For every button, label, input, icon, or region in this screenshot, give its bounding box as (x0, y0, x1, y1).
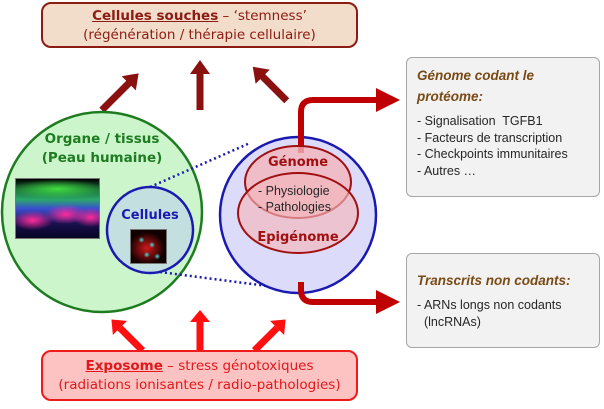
exposome-line2: (radiations ionisantes / radio-pathologi… (58, 377, 341, 393)
cells-image (130, 229, 167, 264)
overlap-item-pathologies: - Pathologies (258, 200, 331, 214)
arrow-exposome-left (111, 319, 146, 354)
coding-item: - Checkpoints immunitaires (417, 147, 568, 161)
organ-label: Organe / tissus (Peau humaine) (27, 130, 177, 168)
organ-label-line1: Organe / tissus (44, 131, 160, 147)
noncoding-item: (lncRNAs) (417, 314, 481, 329)
coding-box-title-line1: Génome codant le (417, 68, 535, 83)
skin-tissue-image (15, 178, 100, 239)
exposome-box: Exposome – stress génotoxiques (radiatio… (41, 350, 358, 401)
arrow-up-right (252, 66, 290, 104)
coding-item: - Autres … (417, 163, 477, 178)
arrow-up-left (99, 73, 139, 113)
arrow-to-noncoding-box (298, 282, 400, 314)
genome-label: Génome (267, 155, 329, 170)
exposome-title: Exposome (85, 358, 163, 374)
cells-label: Cellules (121, 208, 179, 223)
epigenome-label: Epigénome (257, 230, 339, 245)
overlap-item-physiology: - Physiologie (258, 184, 330, 198)
noncoding-item: - ARNs longs non codants (417, 298, 562, 312)
arrows-to-stem-cells (99, 60, 290, 113)
exposome-separator: – (162, 358, 179, 374)
stem-cells-separator: – (218, 8, 234, 24)
zoom-line-bottom (159, 270, 276, 289)
coding-box-title-line2: protéome: (417, 89, 484, 104)
organ-label-line2: (Peau humaine) (41, 150, 163, 166)
noncoding-box-title: Transcrits non codants: (417, 273, 571, 288)
coding-genome-box: Génome codant le protéome: - Signalisati… (406, 57, 600, 197)
arrow-exposome-center (190, 310, 210, 350)
stem-cells-title: Cellules souches (92, 8, 219, 24)
arrow-up-center (190, 60, 210, 110)
noncoding-transcripts-box: Transcrits non codants: - ARNs longs non… (406, 253, 600, 348)
arrow-exposome-right (251, 319, 286, 354)
stem-cells-box: Cellules souches – ‘stemness’ (régénérat… (41, 2, 358, 48)
coding-box-title: Génome codant le protéome: (417, 65, 589, 107)
arrow-to-coding-box (298, 88, 400, 153)
zoom-line-top (149, 141, 251, 189)
coding-item: - Facteurs de transcription (417, 130, 563, 145)
stem-cells-line2: (régénération / thérapie cellulaire) (83, 27, 316, 43)
stem-cells-subtitle: ‘stemness’ (233, 8, 307, 24)
coding-item: - Signalisation TGFB1 (417, 114, 543, 128)
epigenome-ellipse (237, 172, 359, 254)
exposome-subtitle: stress génotoxiques (178, 358, 314, 374)
arrows-from-exposome (111, 310, 286, 354)
